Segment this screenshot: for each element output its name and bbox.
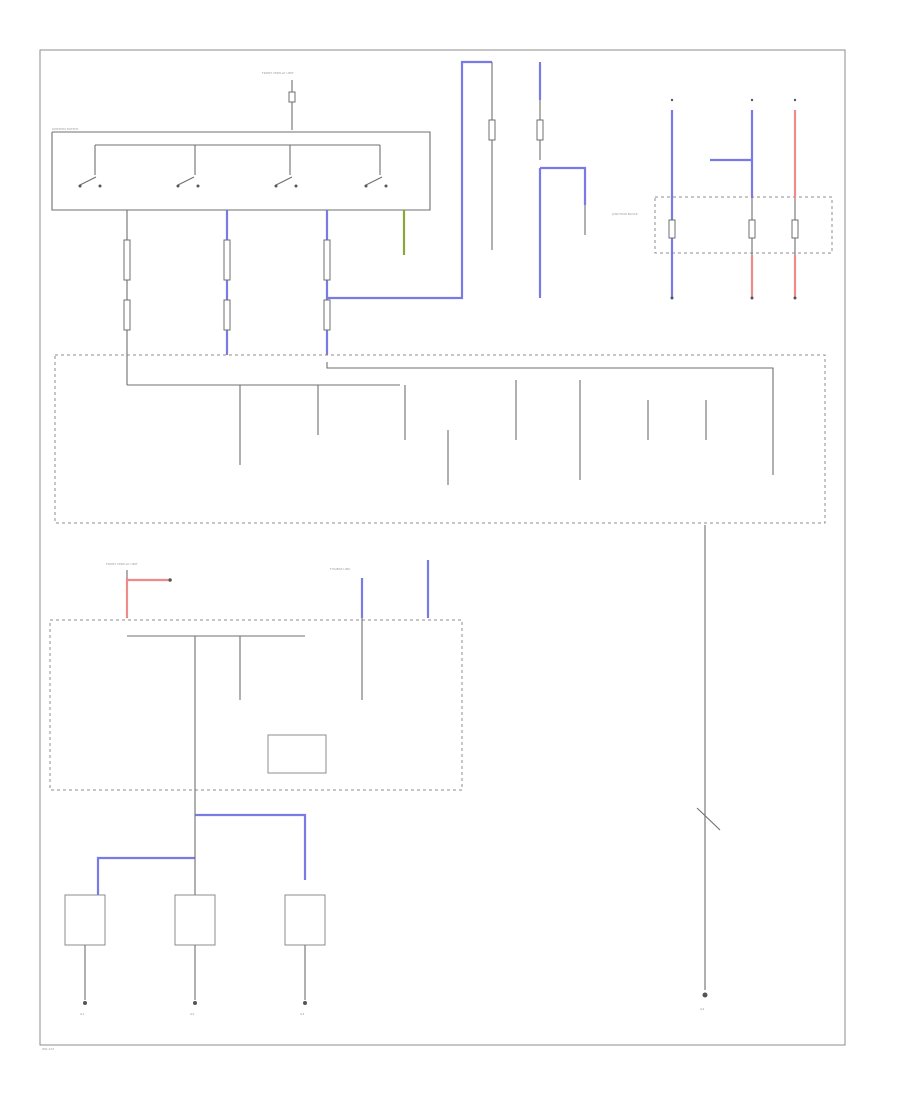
- junction-region-1: [54, 354, 826, 524]
- switch-4: [364, 176, 388, 188]
- ground-far-label: G4: [700, 1007, 704, 1011]
- mid-center-unit-label: FUSIBLE LINK: [330, 567, 351, 571]
- main-label: IGNITION SWITCH: [52, 127, 78, 131]
- junction-region-2: [49, 619, 463, 791]
- junction-block-top-right: JUNCTION BLOCK: [611, 98, 833, 300]
- ground-left: G1: [80, 1001, 87, 1016]
- ground-right: G3: [300, 1001, 307, 1016]
- top-fuse-unit-label: FRONT DISPLAY UNIT: [262, 71, 294, 75]
- junction-right-label: JUNCTION BLOCK: [611, 212, 639, 216]
- ground-mid-label: G2: [190, 1012, 194, 1016]
- ground-left-label: G1: [80, 1012, 84, 1016]
- ground-right-label: G3: [300, 1012, 304, 1016]
- switch-block: FRONT DISPLAY UNIT IGNITION SWITCH: [51, 71, 431, 355]
- switch-3: [274, 176, 298, 188]
- footer-code: WD-123: [42, 1047, 54, 1051]
- switch-2: [176, 176, 200, 188]
- ground-far: G4: [700, 992, 708, 1011]
- mid-left-unit-label: FRONT DISPLAY UNIT: [106, 562, 138, 566]
- diagram-border: [39, 49, 846, 1046]
- ground-mid: G2: [190, 1001, 197, 1016]
- junction-box: [654, 196, 833, 254]
- switch-1: [78, 176, 102, 188]
